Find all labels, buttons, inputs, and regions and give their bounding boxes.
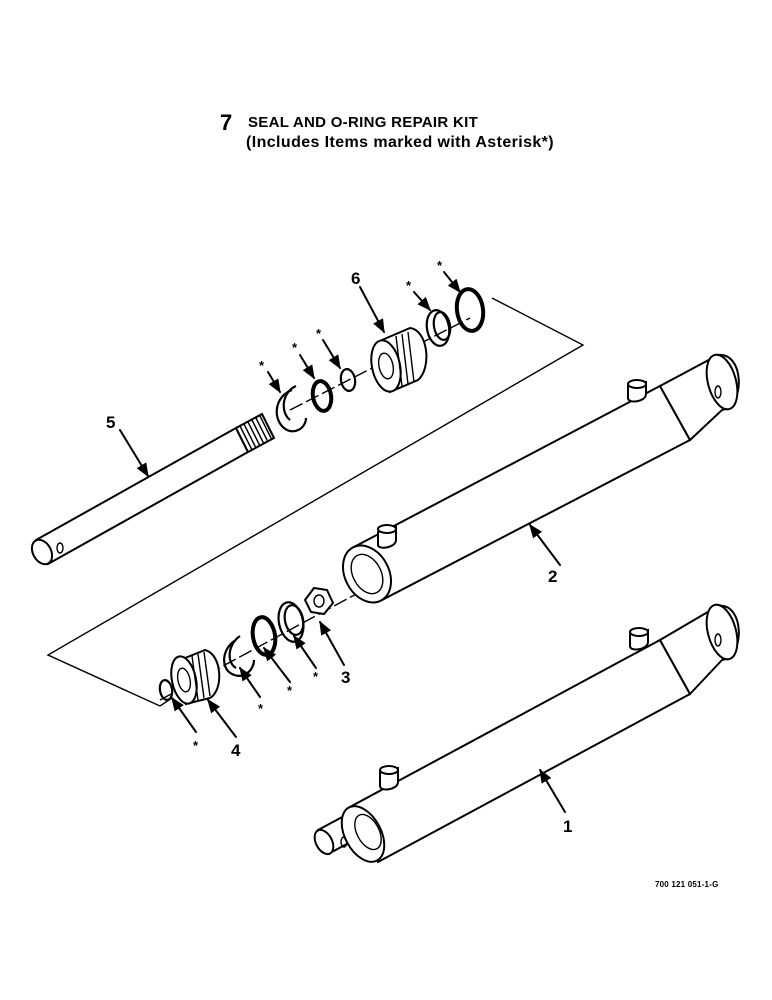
lower-o-ring-2 [250, 615, 278, 657]
piston-rod [30, 412, 276, 566]
assembly-axis-line [159, 317, 471, 701]
asterisk-6: * [193, 738, 199, 753]
leader-lines [119, 271, 566, 813]
asterisk-8: * [287, 683, 293, 698]
upper-seal-ring-3 [425, 309, 452, 347]
lower-seal-ring-1 [277, 601, 305, 643]
kit-subtitle: (Includes Items marked with Asterisk*) [246, 134, 555, 151]
callout-5: 5 [106, 413, 115, 432]
piston-upper [370, 326, 428, 394]
asterisk-7: * [258, 701, 264, 716]
assembled-cylinder [313, 603, 740, 864]
drawing-number: 700 121 051-1-G [655, 880, 719, 889]
asterisk-5: * [437, 258, 443, 273]
asterisk-9: * [313, 669, 319, 684]
asterisk-3: * [316, 326, 322, 341]
lower-backup-ring [223, 635, 256, 677]
upper-backup-ring [275, 384, 308, 433]
upper-o-ring-1 [310, 379, 334, 413]
nut [303, 586, 335, 616]
upper-o-ring-2 [339, 367, 357, 393]
kit-item-number: 7 [220, 110, 233, 135]
upper-o-ring-4 [454, 287, 486, 333]
callout-3: 3 [341, 668, 350, 687]
kit-title: SEAL AND O-RING REPAIR KIT [248, 114, 479, 131]
callout-6: 6 [351, 269, 360, 288]
callout-2: 2 [548, 567, 557, 586]
callout-1: 1 [563, 817, 572, 836]
asterisk-1: * [259, 358, 265, 373]
lower-o-ring-small [158, 678, 174, 702]
asterisk-2: * [292, 340, 298, 355]
asterisk-4: * [406, 278, 412, 293]
cylinder-barrel [342, 353, 740, 604]
callout-4: 4 [231, 741, 241, 760]
piston-lower [170, 648, 221, 706]
